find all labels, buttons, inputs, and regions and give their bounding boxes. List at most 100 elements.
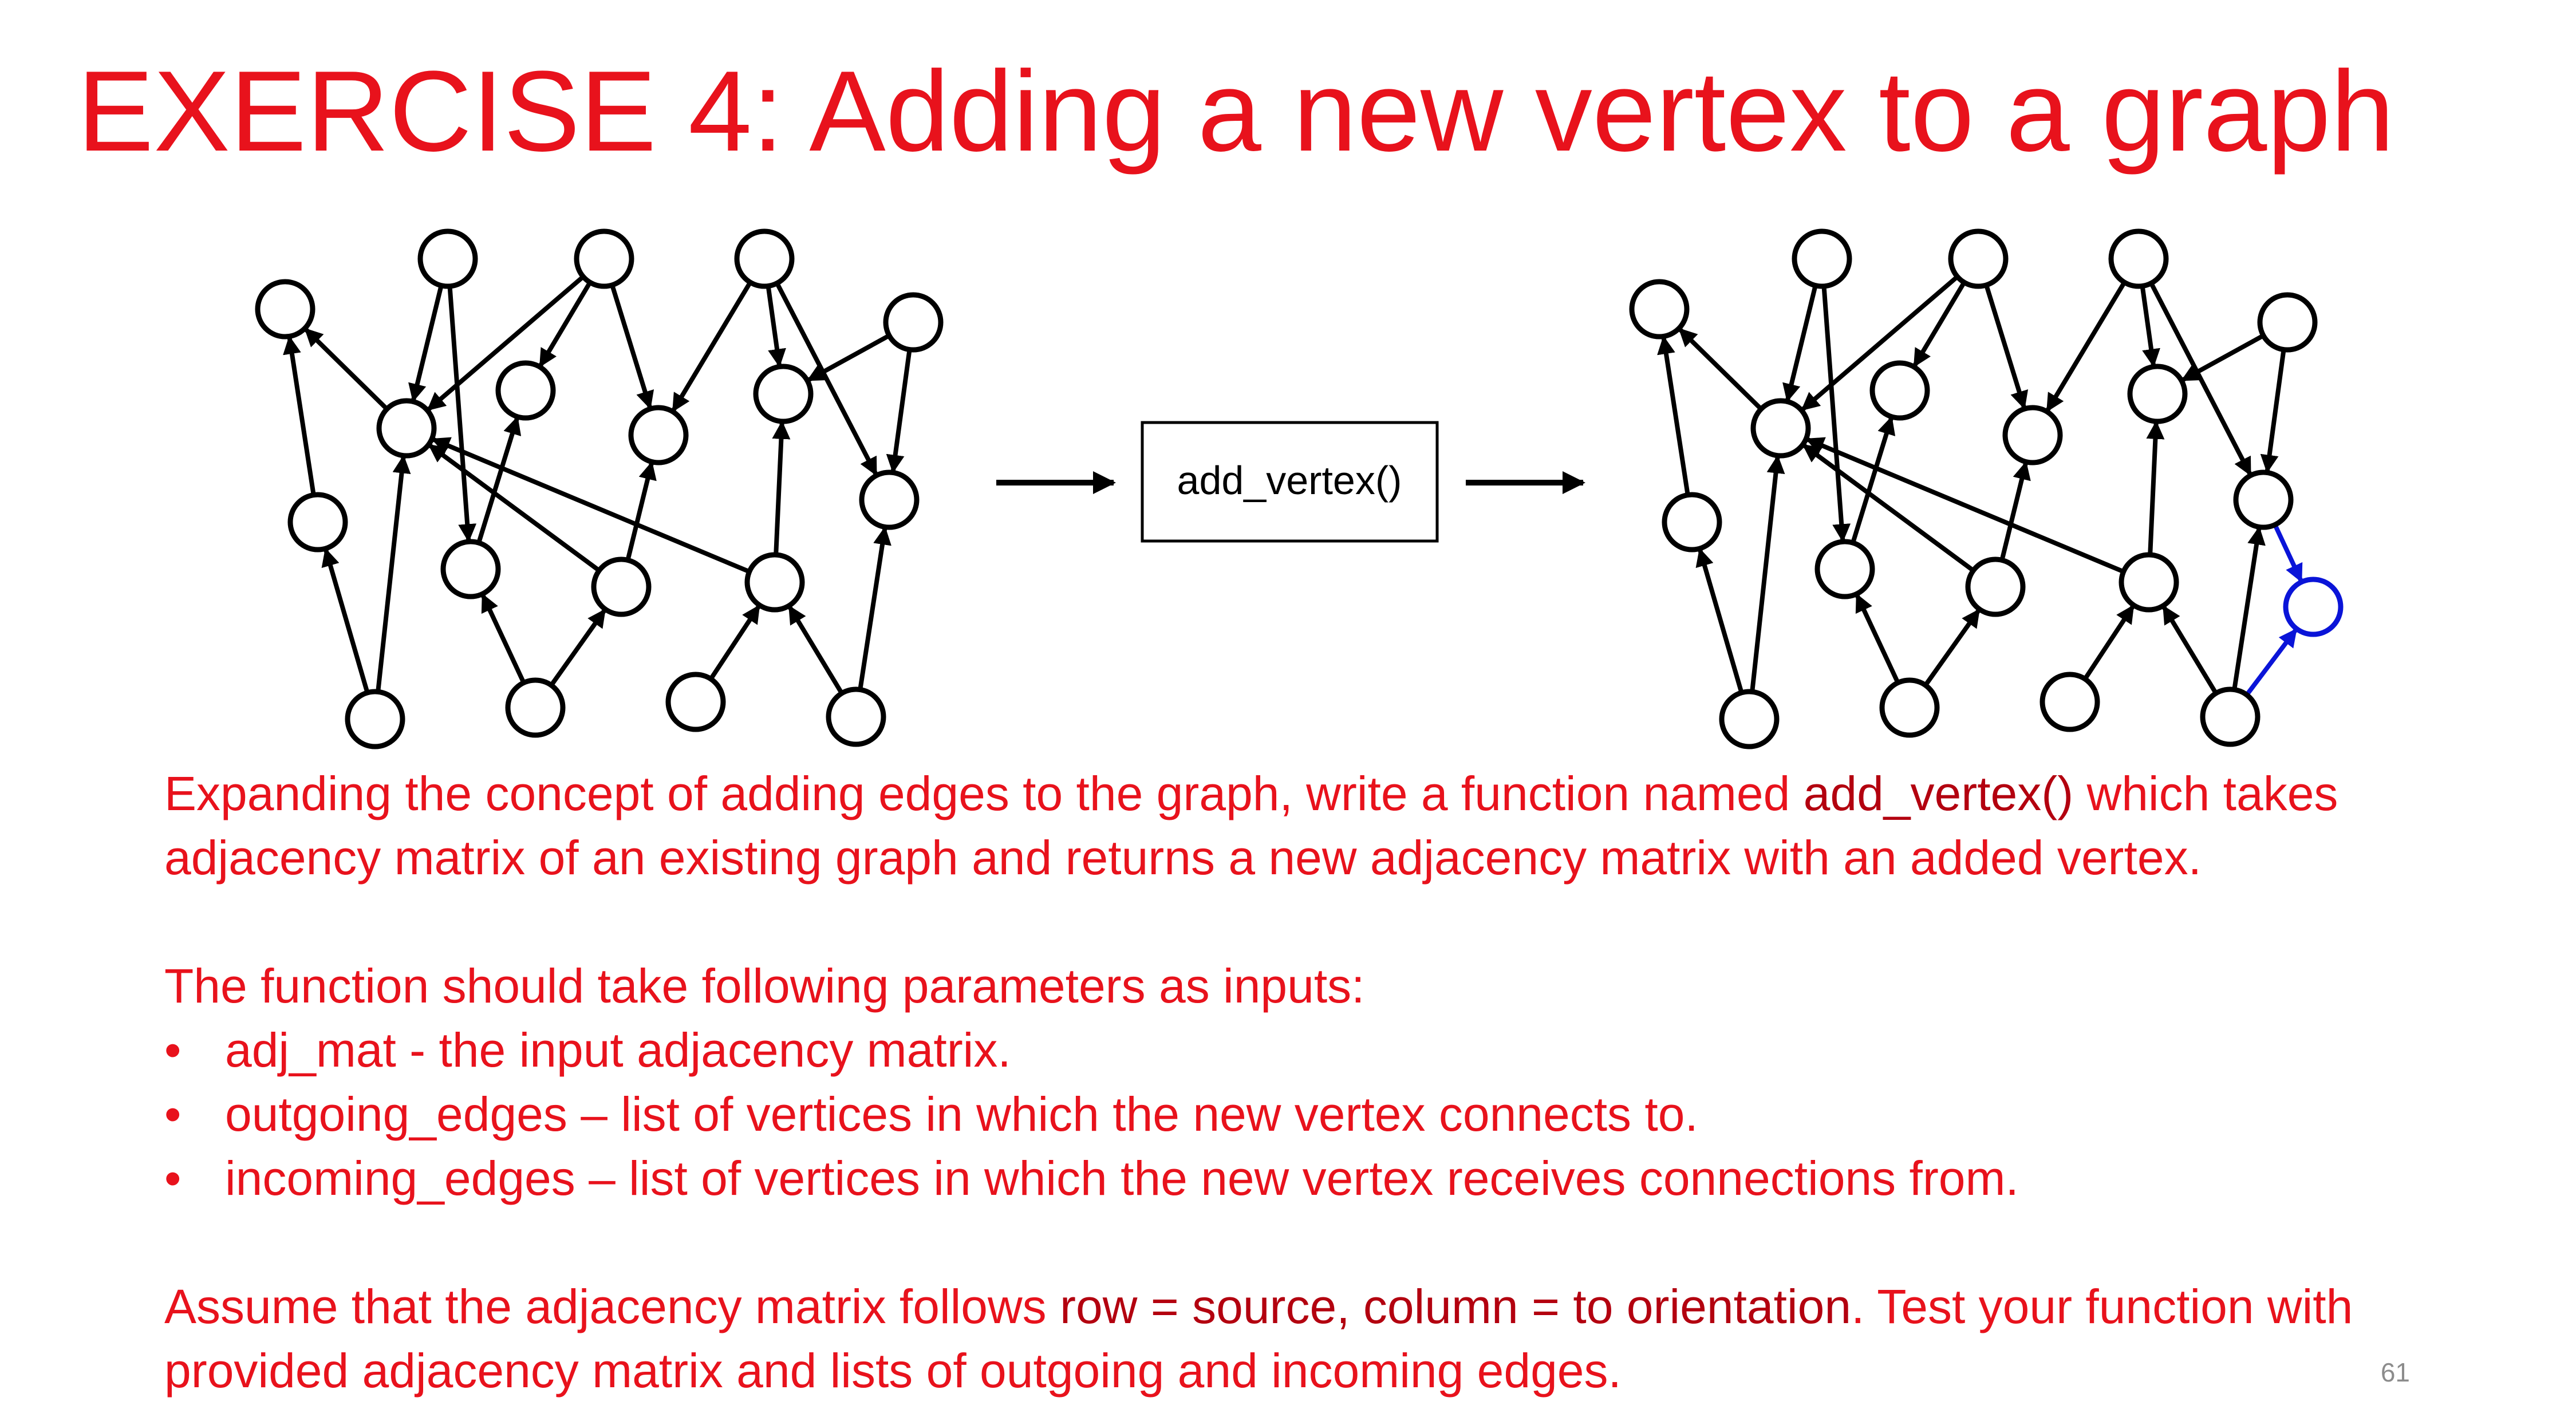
graph-vertex xyxy=(883,292,944,353)
graph-edge xyxy=(538,281,592,368)
graph-vertex xyxy=(591,556,652,617)
graph-edge xyxy=(1782,285,1818,402)
graph-vertex xyxy=(2200,686,2261,747)
graph-after xyxy=(1629,228,2344,749)
graph-vertex xyxy=(287,492,348,552)
graph-edge xyxy=(1999,461,2031,561)
graph-vertex xyxy=(1750,398,1811,459)
graph-vertex xyxy=(495,360,556,421)
graph-edge xyxy=(1801,275,1959,412)
graph-edge xyxy=(1695,547,1744,694)
list-item: • adj_mat - the input adjacency matrix. xyxy=(164,1018,2426,1082)
graph-vertex xyxy=(665,672,726,732)
params-list: • adj_mat - the input adjacency matrix. •… xyxy=(164,1018,2426,1210)
graph-vertex xyxy=(628,405,689,465)
graph-edge xyxy=(2180,333,2265,382)
graph-edge xyxy=(1802,443,1975,573)
graph-vertex xyxy=(2108,228,2169,289)
graph-vertex xyxy=(2002,405,2063,465)
new-vertex-edge xyxy=(2244,628,2298,697)
graph-edge xyxy=(1750,455,1785,692)
graph-vertex xyxy=(505,677,566,738)
graph-vertex xyxy=(1869,360,1930,421)
param-incoming-edges: incoming_edges – list of vertices in whi… xyxy=(225,1151,2019,1205)
param-outgoing-edges: outgoing_edges – list of vertices in whi… xyxy=(225,1087,1698,1141)
add-vertex-function-label: add_vertex() xyxy=(1177,458,1402,503)
graph-edge xyxy=(625,461,657,561)
bullet-marker: • xyxy=(164,1151,182,1205)
assume-text-start: Assume that the adjacency matrix follows xyxy=(164,1280,1060,1333)
graph-vertex xyxy=(1965,556,2026,617)
graph-edge xyxy=(1984,284,2029,410)
graph-edge xyxy=(2140,285,2160,368)
graph-edge xyxy=(376,455,411,692)
bullet-marker: • xyxy=(164,1023,182,1077)
graph-edge xyxy=(2232,526,2266,690)
graph-diagram: add_vertex() xyxy=(255,228,2344,749)
graph-edge xyxy=(427,275,585,412)
assume-text-end: . Test your function with provided adjac… xyxy=(164,1280,2353,1398)
list-item: • outgoing_edges – list of vertices in wh… xyxy=(164,1082,2426,1146)
graph-vertex xyxy=(1814,539,1875,599)
graph-edge xyxy=(1657,335,1690,496)
graph-edge xyxy=(1855,593,1900,684)
graph-vertex xyxy=(1629,279,1690,340)
intro-function-name: add_vertex() xyxy=(1803,767,2074,820)
intro-text-start: Expanding the concept of adding edges to… xyxy=(164,767,1804,820)
graph-vertex xyxy=(753,364,814,424)
graph-vertex xyxy=(1719,689,1780,749)
slide-title: EXERCISE 4: Adding a new vertex to a gra… xyxy=(77,48,2394,175)
graph-edge xyxy=(772,420,791,555)
graph-edge xyxy=(806,333,890,382)
exercise-description: Expanding the concept of adding edges to… xyxy=(164,761,2426,1403)
graph-edge xyxy=(1678,327,1763,411)
graph-edge xyxy=(2146,420,2165,555)
graph-edge xyxy=(1923,609,1981,687)
intro-text-end: which takes adjacency matrix of an exist… xyxy=(164,767,2338,885)
graph-vertex xyxy=(1879,677,1940,738)
new-vertex-edge xyxy=(2273,523,2303,583)
graph-edge xyxy=(321,547,370,694)
graph-edge xyxy=(787,605,844,694)
graph-vertex xyxy=(1662,492,1722,552)
graph-edge xyxy=(447,286,477,543)
page-number: 61 xyxy=(2380,1357,2410,1387)
graph-edge xyxy=(766,285,786,368)
graph-edge xyxy=(549,609,607,687)
graph-vertex xyxy=(2040,672,2100,732)
intro-paragraph: Expanding the concept of adding edges to… xyxy=(164,761,2426,890)
graph-edge xyxy=(2083,605,2135,681)
assumption-paragraph: Assume that the adjacency matrix follows… xyxy=(164,1274,2426,1403)
graph-vertex xyxy=(2119,552,2179,613)
graph-edge xyxy=(671,281,752,412)
graph-vertex xyxy=(2127,364,2188,424)
add-vertex-function-box: add_vertex() xyxy=(1141,421,1439,543)
graph-vertex xyxy=(859,469,920,530)
graph-edge xyxy=(709,605,761,681)
graph-edge xyxy=(858,526,891,690)
graph-edge xyxy=(1821,286,1851,543)
graph-edge xyxy=(476,416,522,544)
graph-vertex xyxy=(2257,292,2318,353)
new-vertex xyxy=(2283,577,2344,637)
graph-vertex xyxy=(744,552,805,613)
params-heading: The function should take following param… xyxy=(164,959,1365,1013)
graph-edge xyxy=(480,593,526,684)
graph-before xyxy=(255,228,944,749)
graph-vertex xyxy=(734,228,795,289)
graph-vertex xyxy=(2233,469,2294,530)
graph-edge xyxy=(2045,281,2127,412)
graph-edge xyxy=(428,443,601,573)
graph-edge xyxy=(283,335,316,496)
graph-vertex xyxy=(826,686,886,747)
list-item: • incoming_edges – list of vertices in wh… xyxy=(164,1146,2426,1210)
graph-edge xyxy=(2260,349,2286,473)
assume-orientation: row = source, column = to orientation xyxy=(1060,1280,1852,1333)
graph-edge xyxy=(1912,281,1966,368)
graph-edge xyxy=(1805,437,2125,574)
graph-edge xyxy=(610,284,654,410)
param-adj-mat: adj_mat - the input adjacency matrix. xyxy=(225,1023,1011,1077)
bullet-marker: • xyxy=(164,1087,182,1141)
graph-vertex xyxy=(440,539,501,599)
graph-edge xyxy=(431,437,751,574)
